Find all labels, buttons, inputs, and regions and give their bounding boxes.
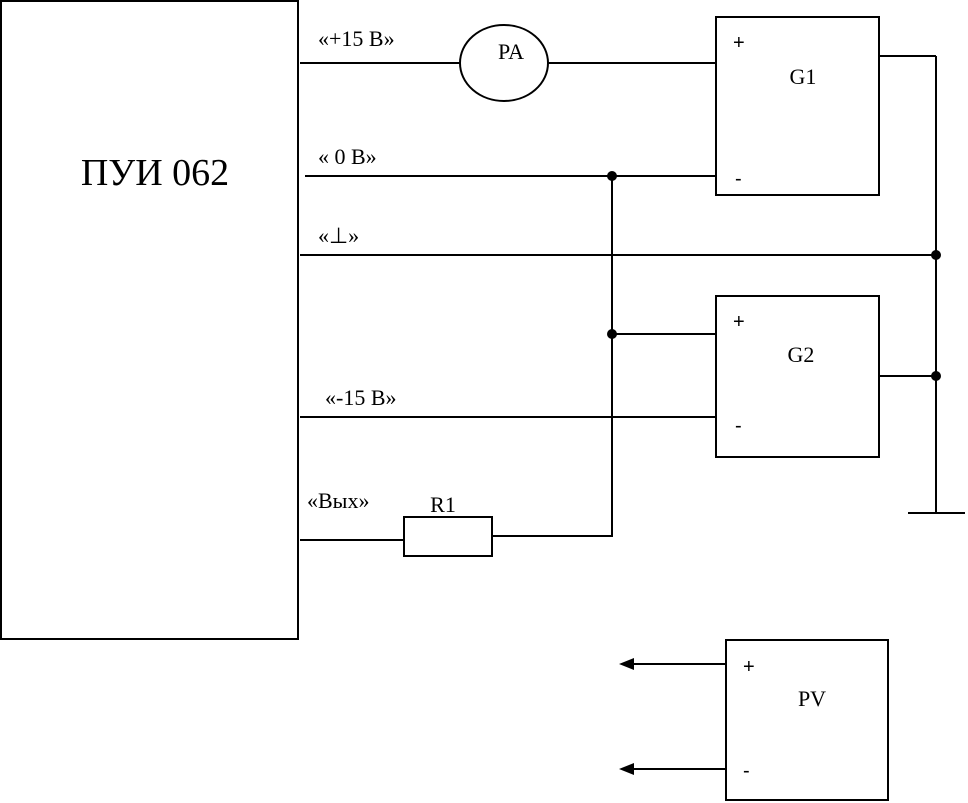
arrow-plus-icon	[619, 658, 634, 670]
main-unit-label: ПУИ 062	[81, 152, 229, 194]
resistor-r1	[403, 516, 493, 557]
voltmeter-label: PV	[798, 686, 826, 711]
wire-out-b	[492, 530, 613, 537]
source-g1-plus: +	[733, 32, 745, 54]
resistor-label: R1	[430, 492, 456, 517]
main-unit-box	[0, 0, 299, 640]
source-g1-label: G1	[790, 64, 817, 89]
ammeter-label: PA	[498, 39, 524, 64]
source-g2-plus: +	[733, 311, 745, 333]
source-g2-box	[715, 295, 880, 458]
source-g2-label: G2	[788, 342, 815, 367]
source-g2-minus: -	[735, 415, 742, 437]
node-ground	[931, 250, 941, 260]
terminal-label-plus15: «+15 В»	[318, 26, 395, 51]
terminal-label-zero: « 0 В»	[318, 144, 377, 169]
source-g1-minus: -	[735, 168, 742, 190]
voltmeter-plus: +	[743, 656, 755, 678]
voltmeter-pv-box	[725, 639, 889, 801]
source-g1-box	[715, 16, 880, 196]
voltmeter-minus: -	[743, 760, 750, 782]
arrow-minus-icon	[619, 763, 634, 775]
terminal-label-minus15: «-15 В»	[325, 385, 397, 410]
terminal-label-ground: «⊥»	[318, 223, 359, 248]
terminal-label-out: «Вых»	[307, 488, 369, 513]
